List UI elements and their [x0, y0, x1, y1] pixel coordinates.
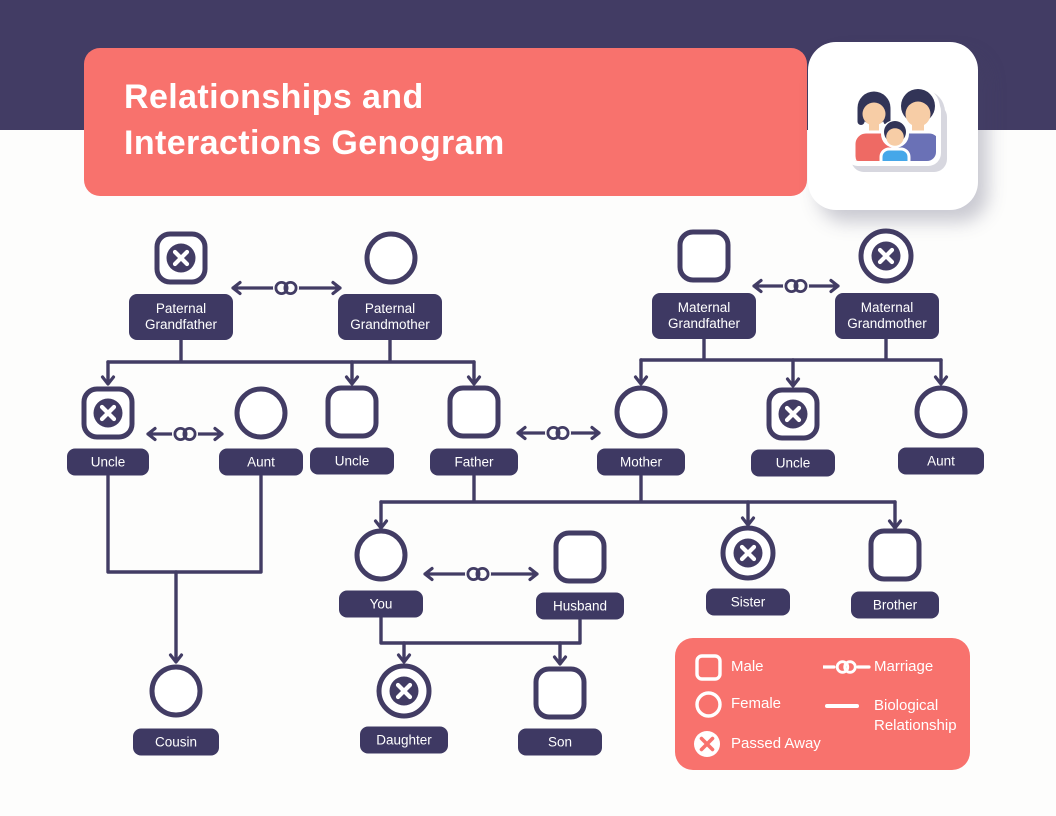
- node-paternal-grandmother: [364, 231, 418, 285]
- marriage-rings-icon: [545, 424, 571, 442]
- marriage-rings-icon: [783, 277, 809, 295]
- male-shape-icon: [695, 654, 722, 681]
- marriage-rings-icons: [172, 277, 809, 583]
- label-mother: Mother: [597, 448, 685, 476]
- passed-away-icons: [93, 241, 901, 706]
- label-paternal-grandfather: Paternal Grandfather: [129, 294, 233, 340]
- label-uncle-paternal-2: Uncle: [310, 447, 394, 475]
- marriage-rings-icon: [273, 279, 299, 297]
- label-aunt-maternal: Aunt: [898, 447, 984, 475]
- legend-male-label: Male: [731, 658, 764, 675]
- node-mother: [614, 385, 668, 439]
- label-cousin: Cousin: [133, 728, 219, 756]
- label-uncle-paternal-1: Uncle: [67, 448, 149, 476]
- family-icon-card: [808, 42, 978, 210]
- legend-marriage-label: Marriage: [874, 658, 934, 675]
- node-aunt-maternal: [914, 385, 968, 439]
- legend-passed-away-label: Passed Away: [731, 735, 821, 752]
- legend-biological-label: Biological Relationship: [874, 697, 957, 734]
- page-title-line2: Interactions Genogram: [124, 124, 505, 162]
- biological-line-icon: [825, 704, 859, 708]
- page-title-line1: Relationships and: [124, 78, 424, 116]
- label-father: Father: [430, 448, 518, 476]
- page-title: Relationships and Interactions Genogram: [124, 74, 505, 166]
- passed-away-legend-icon: [694, 731, 720, 757]
- person-shapes: [81, 228, 968, 720]
- label-you: You: [339, 590, 423, 618]
- node-son: [533, 666, 587, 720]
- marriage-rings-icon: [172, 425, 198, 443]
- legend-female-label: Female: [731, 695, 782, 712]
- family-icon: [845, 86, 947, 172]
- label-brother: Brother: [851, 591, 939, 619]
- node-husband: [553, 530, 607, 584]
- node-aunt-paternal: [234, 386, 288, 440]
- node-father: [447, 385, 501, 439]
- biological-connectors: [106, 336, 943, 662]
- title-box: Relationships and Interactions Genogram: [84, 48, 807, 196]
- label-maternal-grandfather: Maternal Grandfather: [652, 293, 756, 339]
- label-paternal-grandmother: Paternal Grandmother: [338, 294, 442, 340]
- label-maternal-grandmother: Maternal Grandmother: [835, 293, 939, 339]
- x-mark-icon: [99, 247, 895, 700]
- mother-figure: [852, 90, 897, 161]
- marriage-rings-icon: [465, 565, 491, 583]
- label-sister: Sister: [706, 588, 790, 616]
- node-uncle-paternal-2: [325, 385, 379, 439]
- marriage-icon: [823, 660, 871, 674]
- legend: Male Marriage Female Biological Relation…: [675, 638, 970, 770]
- arrowheads: [100, 375, 949, 666]
- label-husband: Husband: [536, 592, 624, 620]
- child-figure: [879, 120, 911, 161]
- label-daughter: Daughter: [360, 726, 448, 754]
- label-uncle-maternal: Uncle: [751, 449, 835, 477]
- node-you: [354, 528, 408, 582]
- label-aunt-paternal: Aunt: [219, 448, 303, 476]
- label-son: Son: [518, 728, 602, 756]
- node-cousin: [149, 664, 203, 718]
- female-shape-icon: [695, 691, 722, 718]
- node-maternal-grandfather: [677, 229, 731, 283]
- node-brother: [868, 528, 922, 582]
